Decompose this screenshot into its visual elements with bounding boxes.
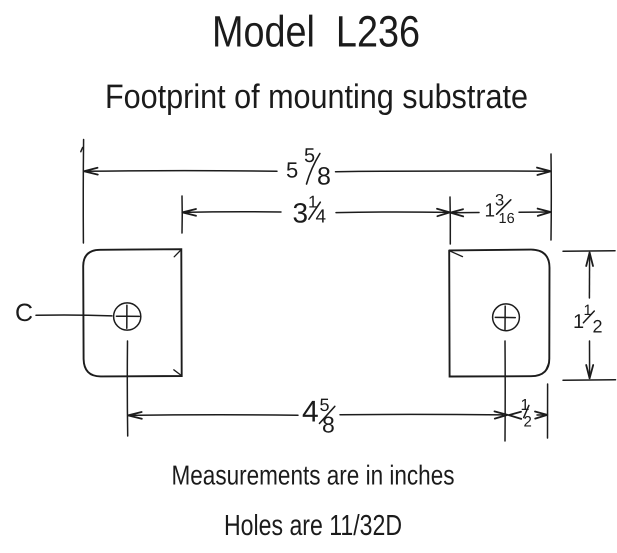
svg-text:3: 3 <box>293 197 309 228</box>
svg-text:C: C <box>15 299 33 327</box>
svg-text:Footprint of mounting substrat: Footprint of mounting substrate <box>105 78 528 116</box>
svg-text:8: 8 <box>322 411 335 437</box>
svg-text:Holes are 11/32D: Holes are 11/32D <box>224 510 402 542</box>
svg-text:4: 4 <box>316 207 327 228</box>
svg-text:5: 5 <box>286 158 298 183</box>
svg-text:5: 5 <box>320 395 330 415</box>
svg-text:3: 3 <box>495 192 504 210</box>
svg-text:2: 2 <box>524 414 532 431</box>
svg-text:5: 5 <box>304 145 315 167</box>
svg-text:1: 1 <box>308 193 317 212</box>
svg-text:16: 16 <box>499 211 515 227</box>
svg-text:1: 1 <box>485 201 496 222</box>
svg-text:2: 2 <box>593 317 603 337</box>
svg-text:Model L236: Model L236 <box>212 7 420 56</box>
svg-text:4: 4 <box>302 396 319 429</box>
svg-text:8: 8 <box>317 163 331 191</box>
svg-text:1: 1 <box>521 397 530 414</box>
svg-text:1: 1 <box>584 302 592 319</box>
svg-text:Measurements are in inches: Measurements are in inches <box>172 459 455 490</box>
svg-text:1: 1 <box>573 311 584 333</box>
